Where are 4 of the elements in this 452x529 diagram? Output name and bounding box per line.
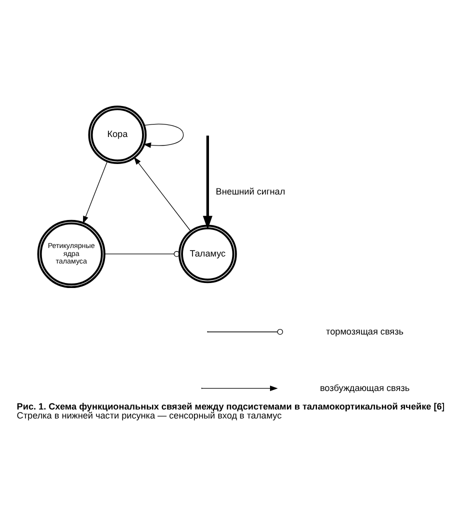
edge-label: Внешний сигнал bbox=[215, 186, 285, 196]
legend-label: тормозящая связь bbox=[326, 326, 404, 336]
legend-label: возбуждающая связь bbox=[319, 382, 410, 392]
diagram-title: Рис. 1. Схема функциональных связей между подсистемами в таламокортикальной ячейке [6] bbox=[16, 400, 444, 411]
